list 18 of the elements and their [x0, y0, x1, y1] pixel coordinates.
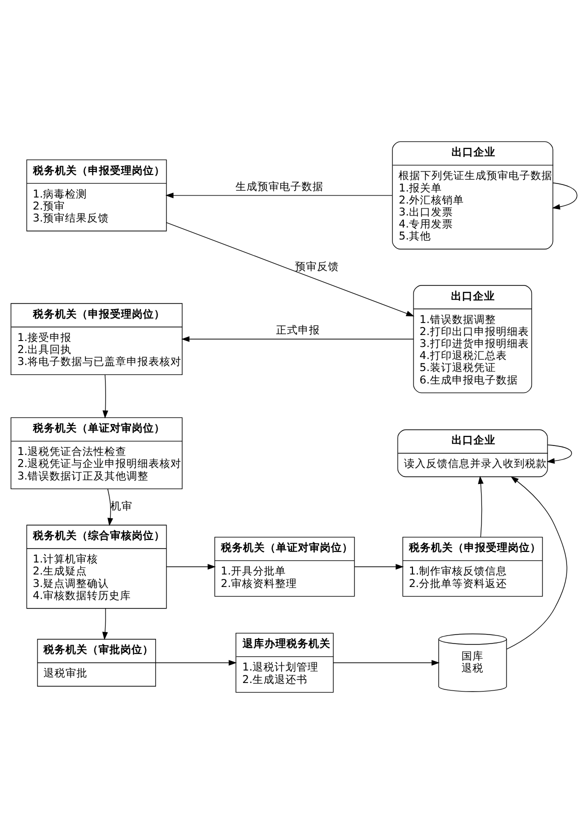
- edge-label: 生成预审电子数据: [235, 180, 324, 193]
- arrow: [165, 192, 392, 198]
- arrow: [166, 564, 216, 570]
- arrow: [552, 182, 578, 210]
- arrow: [166, 222, 414, 316]
- arrow: [155, 660, 237, 666]
- arrow: [506, 476, 568, 650]
- edge-label: 预审反馈: [294, 260, 339, 273]
- arrow: [102, 374, 108, 419]
- arrow: [181, 336, 414, 342]
- arrow: [107, 488, 114, 526]
- arrow: [478, 476, 484, 538]
- arrow: [546, 444, 572, 464]
- arrow: [102, 608, 108, 640]
- edge-label: 正式申报: [276, 324, 320, 337]
- edge-label: 机审: [110, 500, 132, 513]
- arrow: [354, 564, 404, 570]
- arrow: [333, 660, 440, 666]
